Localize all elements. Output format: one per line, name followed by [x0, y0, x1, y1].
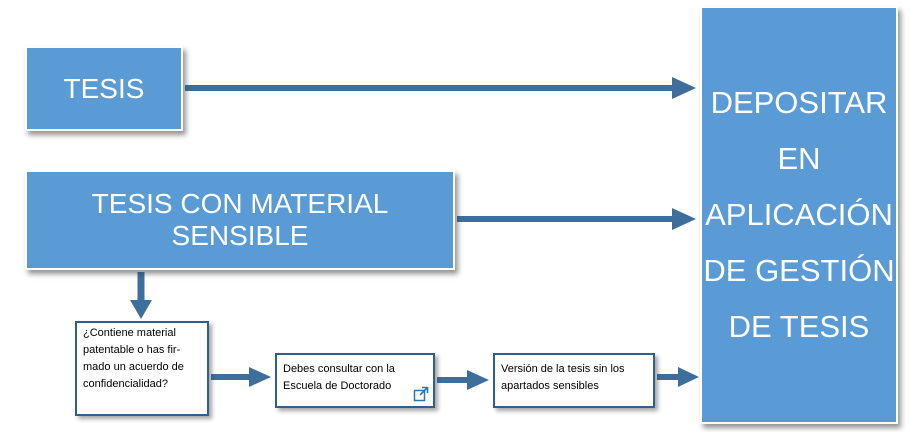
depositar-line: EN	[777, 141, 821, 176]
arrow-question-to-consult	[211, 367, 271, 387]
tesis-label: TESIS	[63, 72, 145, 104]
tesis-box: TESIS	[25, 46, 183, 131]
depositar-line: APLICACIÓN	[705, 197, 893, 232]
question-line: mado un acuerdo de	[83, 361, 184, 373]
depositar-line: DE TESIS	[728, 309, 870, 344]
depositar-line: DEPOSITAR	[710, 85, 888, 120]
tesis-sensible-box: TESIS CON MATERIAL SENSIBLE	[25, 170, 455, 270]
arrow-consult-to-version	[437, 370, 489, 390]
version-line: apartados sensibles	[501, 380, 599, 392]
arrow-sensible-to-depositar	[457, 208, 696, 230]
tesis-sensible-label: TESIS CON MATERIAL SENSIBLE	[91, 188, 389, 251]
question-line: ¿Contiene material	[83, 327, 176, 339]
depositar-box: DEPOSITAR EN APLICACIÓN DE GESTIÓN DE TE…	[700, 6, 898, 424]
question-box: ¿Contiene material patentable o has fir-…	[75, 321, 209, 416]
version-box: Versión de la tesis sin los apartados se…	[493, 353, 655, 408]
external-link-icon[interactable]	[413, 386, 429, 402]
depositar-line: DE GESTIÓN	[703, 253, 895, 288]
question-line: patentable o has fir-	[83, 344, 181, 356]
arrow-tesis-to-depositar	[185, 77, 696, 99]
consult-box: Debes consultar con la Escuela de Doctor…	[275, 353, 435, 408]
version-line: Versión de la tesis sin los	[501, 363, 625, 375]
arrow-version-to-depositar	[657, 367, 699, 387]
consult-line: Debes consultar con la	[283, 363, 395, 375]
consult-line: Escuela de Doctorado	[283, 380, 392, 392]
arrow-sensible-to-question	[130, 272, 152, 319]
question-line: confidencialidad?	[83, 378, 169, 390]
